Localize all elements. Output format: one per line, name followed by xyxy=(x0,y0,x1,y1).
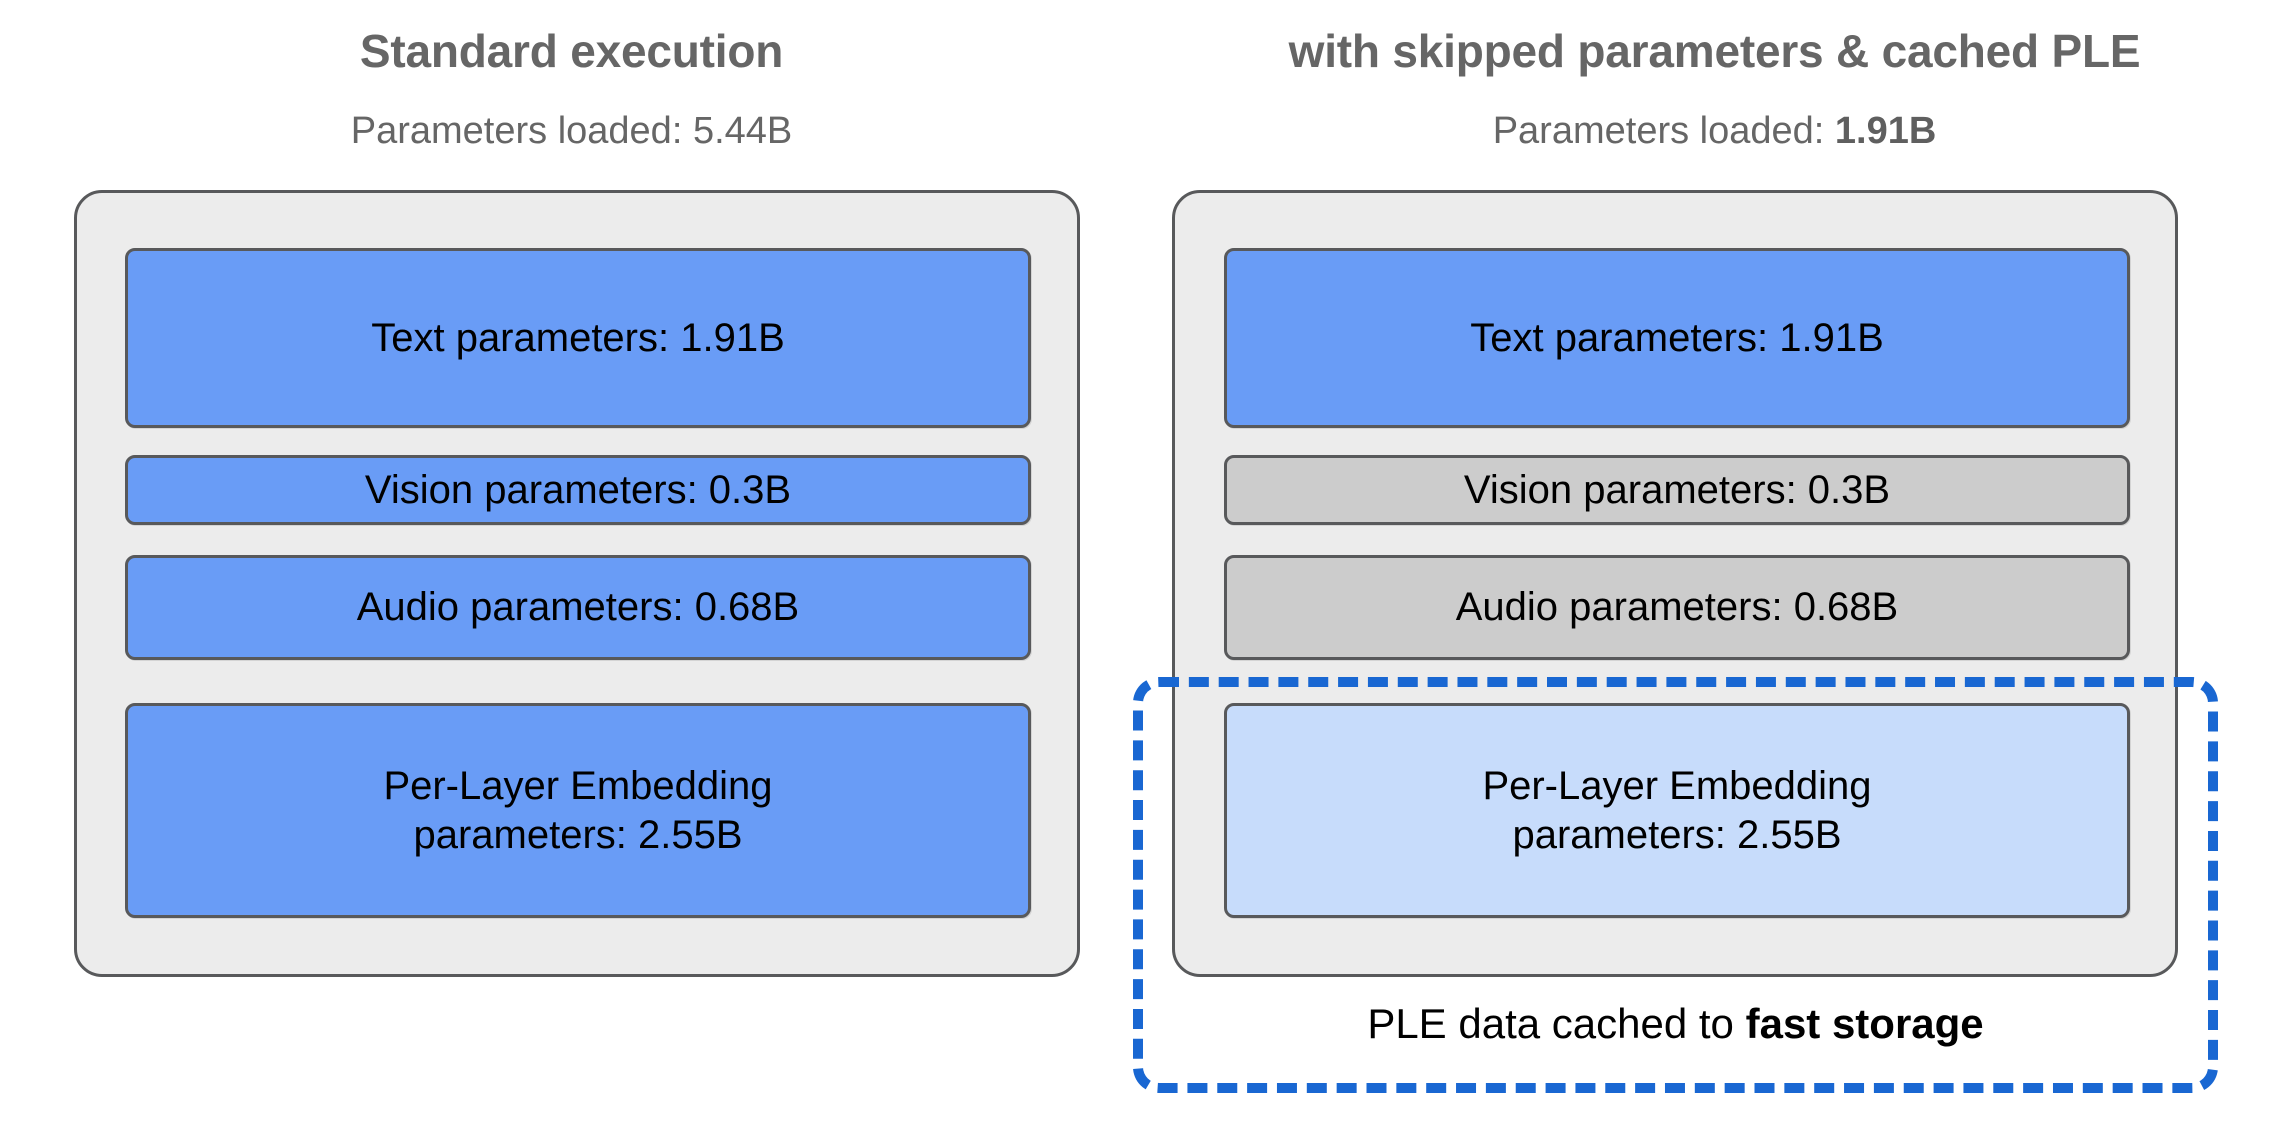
cache-caption-prefix: PLE data cached to xyxy=(1367,1000,1746,1047)
block-ple-parameters-standard: Per-Layer Embedding parameters: 2.55B xyxy=(125,703,1031,918)
ple-label-line2-optimized: parameters: 2.55B xyxy=(1512,812,1842,857)
column-subtitle-optimized: Parameters loaded: 1.91B xyxy=(1143,110,2286,153)
block-vision-parameters-standard: Vision parameters: 0.3B xyxy=(125,455,1031,525)
column-optimized-execution: with skipped parameters & cached PLE Par… xyxy=(1143,0,2286,1134)
subtitle-prefix-optimized: Parameters loaded: xyxy=(1492,110,1835,152)
column-subtitle-standard: Parameters loaded: 5.44B xyxy=(0,110,1143,153)
subtitle-value-optimized: 1.91B xyxy=(1834,110,1937,152)
block-audio-parameters-standard: Audio parameters: 0.68B xyxy=(125,555,1031,660)
block-text-parameters-optimized: Text parameters: 1.91B xyxy=(1224,248,2130,428)
subtitle-prefix-standard: Parameters loaded: xyxy=(350,110,693,152)
column-title-optimized: with skipped parameters & cached PLE xyxy=(1288,25,2141,77)
block-audio-parameters-optimized: Audio parameters: 0.68B xyxy=(1224,555,2130,660)
ple-label-line1-standard: Per-Layer Embedding xyxy=(383,763,773,808)
column-title-standard: Standard execution xyxy=(359,25,784,77)
ple-label-line2-standard: parameters: 2.55B xyxy=(413,812,743,857)
ple-label-line1-optimized: Per-Layer Embedding xyxy=(1482,763,1872,808)
block-vision-parameters-optimized: Vision parameters: 0.3B xyxy=(1224,455,2130,525)
cache-caption: PLE data cached to fast storage xyxy=(1133,1000,2218,1048)
block-ple-parameters-optimized: Per-Layer Embedding parameters: 2.55B xyxy=(1224,703,2130,918)
block-text-parameters-standard: Text parameters: 1.91B xyxy=(125,248,1031,428)
cache-caption-emphasis: fast storage xyxy=(1745,1000,1984,1047)
subtitle-value-standard: 5.44B xyxy=(692,110,793,152)
column-standard-execution: Standard execution Parameters loaded: 5.… xyxy=(0,25,1143,977)
